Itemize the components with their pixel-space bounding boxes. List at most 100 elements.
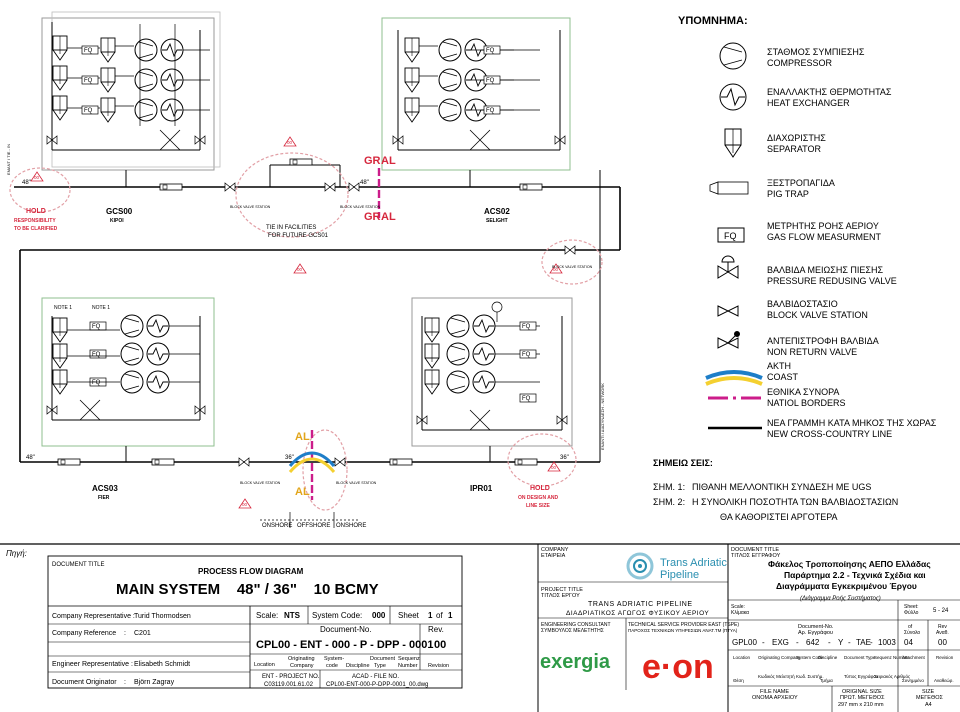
svg-text:SIZE: SIZE	[922, 689, 935, 695]
svg-text:Κωδ. Συστήμ.: Κωδ. Συστήμ.	[796, 673, 824, 679]
source-label: Πηγή:	[6, 549, 27, 558]
svg-text:Σειριακός Αριθμός: Σειριακός Αριθμός	[874, 673, 911, 679]
svg-text:ΑΝΤΕΠΙΣΤΡΟΦΗ ΒΑΛΒΙΔΑ: ΑΝΤΕΠΙΣΤΡΟΦΗ ΒΑΛΒΙΔΑ	[767, 336, 879, 346]
svg-text:Originating: Originating	[288, 656, 315, 662]
svg-text:ΞΕΣΤΡΟΠΑΓΙΔΑ: ΞΕΣΤΡΟΠΑΓΙΔΑ	[767, 178, 835, 188]
svg-text:C03119.001.61.02: C03119.001.61.02	[264, 682, 314, 688]
svg-text:FQ: FQ	[486, 108, 495, 114]
gcs00-station-box	[41, 17, 215, 171]
svg-text:FQ: FQ	[522, 324, 531, 330]
svg-text:MAIN SYSTEM 48" / 36" 10: MAIN SYSTEM 48" / 36" 10 BCMY	[116, 581, 379, 598]
svg-text:Location: Location	[254, 662, 275, 668]
svg-text:NEW CROSS-COUNTRY LINE: NEW CROSS-COUNTRY LINE	[767, 429, 892, 439]
svg-text:EXG: EXG	[772, 638, 789, 647]
svg-text:Scale:: Scale:	[731, 604, 745, 610]
svg-text:COMPANY: COMPANY	[541, 547, 569, 553]
acs02-station-box	[381, 17, 571, 171]
svg-text:FQ: FQ	[84, 48, 93, 54]
svg-text:ΑΚΤΗ: ΑΚΤΗ	[767, 361, 791, 371]
revision-clouds	[9, 152, 603, 511]
svg-text:PROCESS FLOW DIAGRAM: PROCESS FLOW DIAGRAM	[198, 567, 304, 576]
svg-text:KIPOI: KIPOI	[110, 218, 124, 224]
legend-symbols: FQ	[705, 42, 763, 430]
svg-text:COAST: COAST	[767, 372, 799, 382]
pig-traps	[57, 158, 543, 466]
legend-title: ΥΠΟΜΝΗΜΑ:	[678, 15, 748, 27]
exergia-logo: exergia	[540, 651, 611, 673]
non-return-icon	[717, 331, 740, 349]
svg-text:FQ: FQ	[724, 231, 737, 241]
svg-text:00: 00	[242, 502, 248, 507]
svg-text:DOCUMENT TITLE: DOCUMENT TITLE	[731, 547, 779, 553]
ipr01-station-box	[411, 297, 573, 447]
svg-text:Document-No.: Document-No.	[320, 625, 372, 634]
eon-logo: e·on	[642, 648, 714, 686]
svg-text:Revision: Revision	[936, 655, 954, 660]
svg-text:00: 00	[553, 267, 559, 272]
svg-text:GR: GR	[364, 155, 381, 167]
tap-logo-icon	[626, 552, 654, 580]
svg-text:ONSHORE: ONSHORE	[336, 523, 366, 529]
border-markers	[310, 168, 381, 500]
svg-text:code: code	[326, 663, 338, 669]
svg-text:PRESSURE REDUSING VALVE: PRESSURE REDUSING VALVE	[767, 276, 897, 286]
svg-text:ΕΤΑΙΡΕΙΑ: ΕΤΑΙΡΕΙΑ	[541, 553, 566, 559]
svg-text:NOTE 1: NOTE 1	[54, 305, 72, 311]
svg-text:-: -	[762, 638, 765, 647]
svg-text::: :	[124, 679, 126, 686]
ipr01-internals	[416, 301, 568, 431]
svg-text:FQ: FQ	[92, 380, 101, 386]
svg-text:CPL00 - ENT - 000 - P - DPP -: CPL00 - ENT - 000 - P - DPP - 0001	[256, 639, 434, 651]
svg-text:ΕΝΑΝΤΙ / ΔΙΑΣΥΝΔΕΣΗ - NETWORK: ΕΝΑΝΤΙ / ΔΙΑΣΥΝΔΕΣΗ - NETWORK	[600, 383, 605, 450]
svg-text:PIG TRAP: PIG TRAP	[767, 189, 809, 199]
svg-text:Company Representative :: Company Representative :	[52, 613, 135, 620]
svg-text:FQ: FQ	[84, 78, 93, 84]
svg-text:FQ: FQ	[92, 352, 101, 358]
svg-text:Η ΣΥΝΟΛΙΚΗ ΠΟΣΟΤΗΤΑ ΤΩΝ ΒΑΛΒΙΔ: Η ΣΥΝΟΛΙΚΗ ΠΟΣΟΤΗΤΑ ΤΩΝ ΒΑΛΒΙΔΟΣΤΑΣΙΩΝ	[692, 497, 898, 507]
svg-text:COMPRESSOR: COMPRESSOR	[767, 58, 833, 68]
svg-text:FIER: FIER	[98, 495, 110, 501]
svg-text:NOTE 1: NOTE 1	[92, 305, 110, 311]
svg-text:ΔΙΑΔΡΙΑΤΙΚΟΣ ΑΓΩΓΟΣ ΦΥΣΙΚΟΥ ΑΕ: ΔΙΑΔΡΙΑΤΙΚΟΣ ΑΓΩΓΟΣ ΦΥΣΙΚΟΥ ΑΕΡΙΟΥ	[566, 610, 709, 617]
svg-text:HOLD: HOLD	[530, 485, 550, 492]
acs02-internals	[392, 30, 566, 151]
svg-text:BLOCK VALVE STATION: BLOCK VALVE STATION	[552, 265, 593, 269]
gcs00-fq-labels: FQ FQ FQ	[84, 48, 93, 114]
svg-text:Document: Document	[370, 656, 396, 662]
svg-text:Location: Location	[733, 655, 751, 660]
svg-text:ΠΡΩΤ. ΜΕΓΕΘΟΣ: ΠΡΩΤ. ΜΕΓΕΘΟΣ	[840, 695, 885, 701]
coast-marker	[288, 451, 336, 473]
svg-text:1: 1	[448, 611, 453, 620]
svg-text:ΤΙΤΛΟΣ ΕΡΓΟΥ: ΤΙΤΛΟΣ ΕΡΓΟΥ	[541, 593, 580, 599]
svg-text:Θέση: Θέση	[733, 677, 744, 683]
svg-text:1: 1	[428, 611, 433, 620]
svg-text:LINE SIZE: LINE SIZE	[526, 503, 551, 509]
ipr01-fq-labels: FQ FQ FQ	[522, 324, 531, 402]
svg-text:Τμήμα: Τμήμα	[820, 677, 833, 683]
svg-text:EMANT / TIE - IN: EMANT / TIE - IN	[6, 144, 11, 175]
svg-text:Sequenz: Sequenz	[398, 656, 420, 662]
svg-text:Αναθ.: Αναθ.	[936, 630, 949, 636]
svg-text:Τύπος Εγγράφου: Τύπος Εγγράφου	[844, 673, 879, 679]
svg-text:Number: Number	[398, 663, 418, 669]
svg-text:Συνημμένο: Συνημμένο	[902, 677, 924, 683]
svg-text:BLOCK VALVE STATION: BLOCK VALVE STATION	[230, 205, 271, 209]
svg-text:Sequenz Number: Sequenz Number	[874, 655, 910, 660]
svg-text:AL: AL	[295, 486, 310, 498]
heat-exchanger-icon	[719, 83, 747, 111]
notes: ΣΗΜΕΙΩ ΣΕΙΣ: ΣΗΜ. 1: ΠΙΘΑΝΗ ΜΕΛΛΟΝΤΙΚΗ Σ…	[653, 458, 898, 522]
svg-text:TIE IN FACILITIES: TIE IN FACILITIES	[266, 225, 316, 231]
svg-text:Φύλλο: Φύλλο	[904, 609, 919, 616]
svg-text:ACS03: ACS03	[92, 484, 118, 493]
svg-text:642: 642	[806, 638, 820, 647]
svg-text:NTS: NTS	[284, 611, 301, 620]
svg-text:System-: System-	[324, 656, 344, 662]
svg-text:Pipeline: Pipeline	[660, 569, 699, 581]
svg-text:FQ: FQ	[92, 324, 101, 330]
svg-text:IPR01: IPR01	[470, 484, 493, 493]
svg-text:OFFSHORE: OFFSHORE	[297, 523, 330, 529]
svg-text:ACAD - FILE NO.: ACAD - FILE NO.	[352, 674, 399, 680]
revision-triangle-labels: 00 00 00 00 00 00	[34, 140, 559, 507]
svg-text:ΣΗΜ. 1:: ΣΗΜ. 1:	[653, 482, 685, 492]
svg-text::: :	[124, 630, 126, 637]
